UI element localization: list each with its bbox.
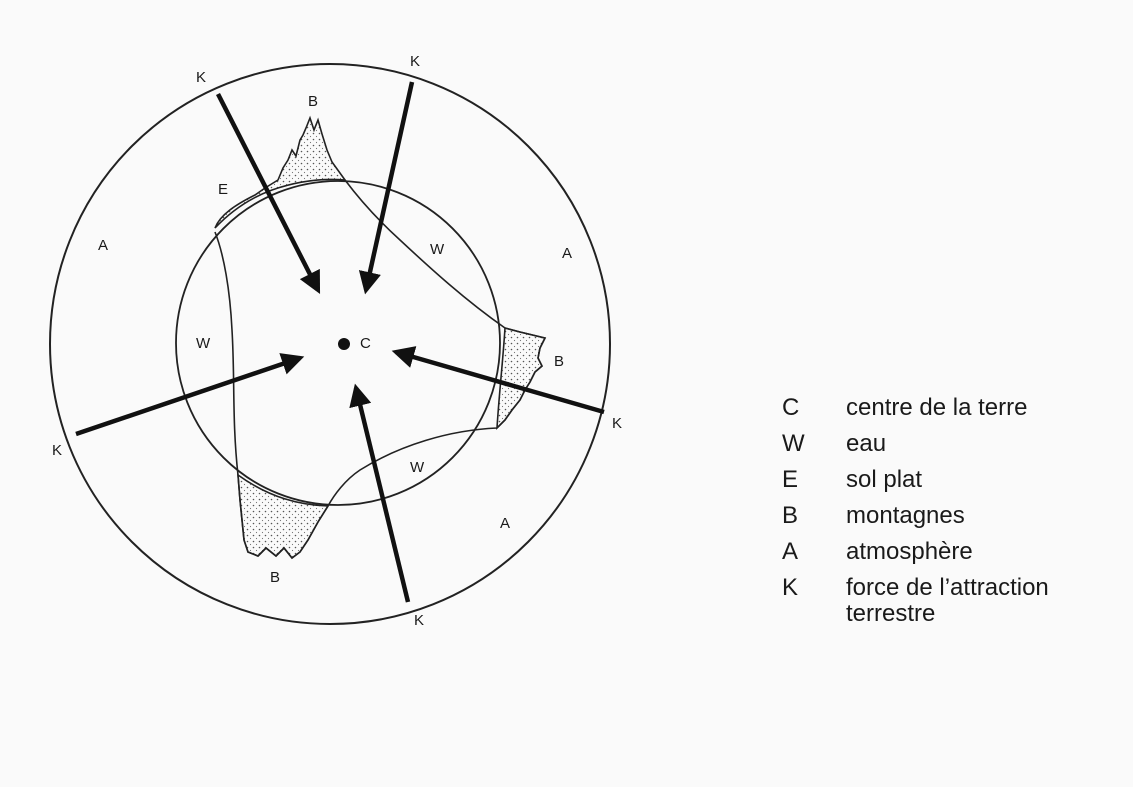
legend-text: centre de la terre [846, 390, 1133, 426]
arrow-k-top-right [366, 82, 412, 290]
legend: C centre de la terre W eau E sol plat B … [782, 390, 1133, 632]
legend-row: W eau [782, 426, 1133, 462]
legend-row: K force de l’attraction terrestre [782, 570, 1133, 632]
legend-row: C centre de la terre [782, 390, 1133, 426]
legend-text: sol plat [846, 462, 1133, 498]
legend-key: B [782, 498, 846, 534]
earth-circle [176, 181, 500, 505]
label-w-left: W [196, 335, 211, 352]
label-a-right: A [562, 245, 572, 262]
label-k-top-left: K [196, 69, 206, 86]
legend-key: K [782, 570, 846, 606]
arrow-k-bottom [356, 388, 408, 602]
label-b-bottom: B [270, 569, 280, 586]
legend-row: E sol plat [782, 462, 1133, 498]
legend-text: eau [846, 426, 1133, 462]
label-w-bottom: W [410, 459, 425, 476]
legend-text: montagnes [846, 498, 1133, 534]
legend-key: W [782, 426, 846, 462]
centre-point [338, 338, 350, 350]
legend-row: A atmosphère [782, 534, 1133, 570]
legend-key: E [782, 462, 846, 498]
label-e: E [218, 181, 228, 198]
label-a-bottom: A [500, 515, 510, 532]
label-k-right: K [612, 415, 622, 432]
arrow-k-top-left [218, 94, 318, 290]
label-w-top: W [430, 241, 445, 258]
label-a-left: A [98, 237, 108, 254]
legend-text: atmosphère [846, 534, 1133, 570]
label-b-top: B [308, 93, 318, 110]
label-k-top-right: K [410, 53, 420, 70]
legend-row: B montagnes [782, 498, 1133, 534]
legend-text: force de l’attraction terrestre [846, 570, 1133, 632]
label-b-right: B [554, 353, 564, 370]
label-k-left: K [52, 442, 62, 459]
gravity-diagram: K K K K K B B B E A A A W W W C [0, 0, 660, 660]
label-c: C [360, 335, 371, 352]
mountain-bottom [238, 475, 328, 558]
mountain-right [497, 328, 545, 428]
legend-key: A [782, 534, 846, 570]
label-k-bottom: K [414, 612, 424, 629]
arrow-k-left [76, 358, 300, 434]
legend-key: C [782, 390, 846, 426]
